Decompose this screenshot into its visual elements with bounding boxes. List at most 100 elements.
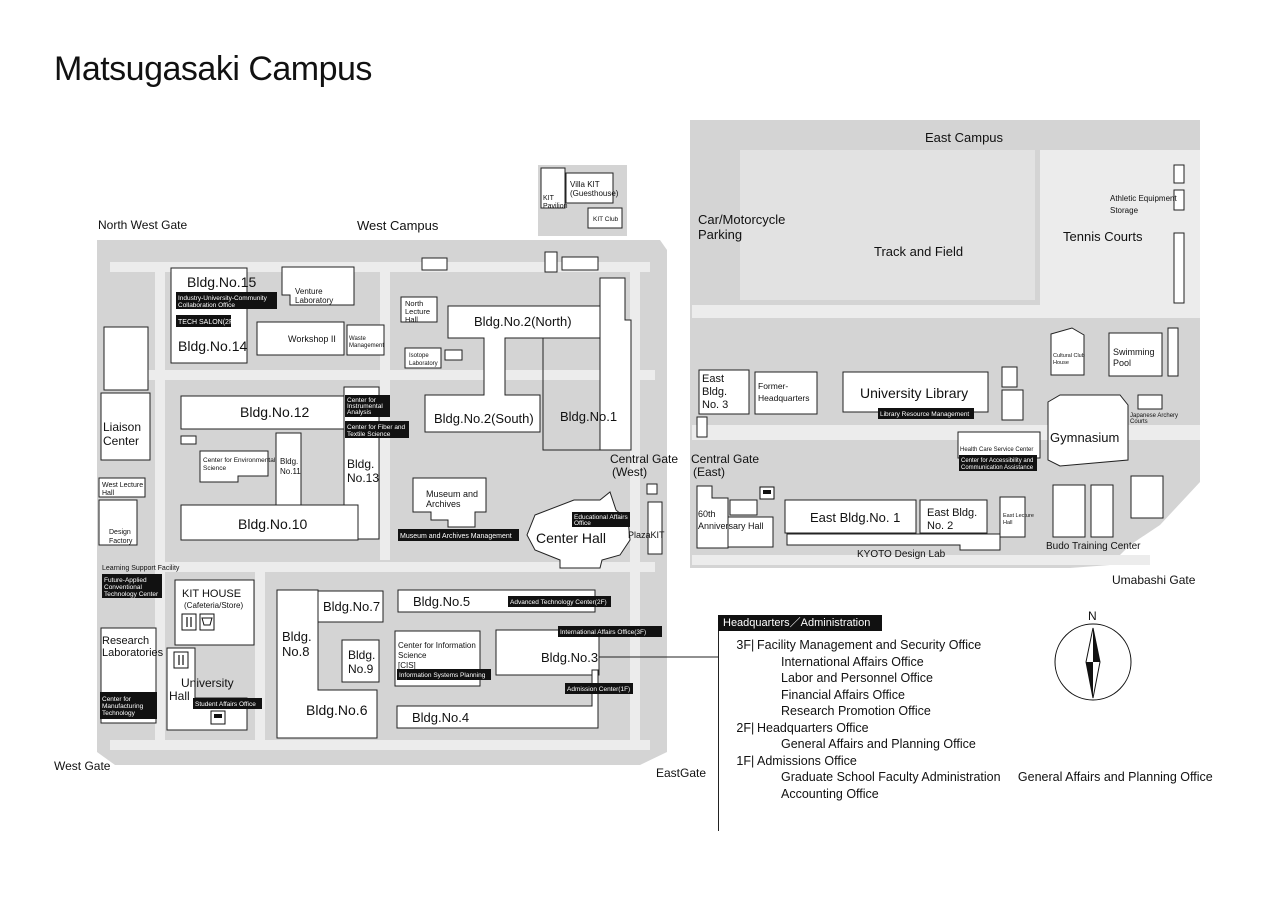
tag-instrumental-label-2: Instrumental	[347, 403, 383, 410]
tag-accessibility	[959, 455, 1037, 471]
tag-future-label-1: Future-Applied	[104, 577, 147, 584]
central-gate-west-label-2: (West)	[612, 465, 647, 479]
small-block	[421, 257, 448, 271]
page-title: Matsugasaki Campus	[54, 50, 372, 88]
tag-admission	[565, 683, 633, 694]
hq-office-row: Graduate School Faculty Administration G…	[733, 769, 1213, 786]
tag-fiber-label-1: Center for Fiber and	[347, 424, 406, 431]
east-bldg-2-label-1: East Bldg.	[927, 507, 977, 519]
health-care-label: Health Care Service Center	[960, 447, 1033, 453]
isotope-label-1: Isotope	[409, 353, 429, 359]
hq-office-row: 3F|Facility Management and Security Offi…	[733, 637, 1213, 654]
center-environmental	[199, 450, 269, 483]
kit-house	[174, 579, 255, 646]
north-lecture-label-3: Hall	[405, 315, 418, 324]
tag-manufacturing-label-2: Manufacturing	[102, 703, 144, 710]
car-parking-label-1: Car/Motorcycle	[698, 212, 785, 227]
learning-support-label: Learning Support Facility	[102, 565, 180, 572]
research-label-1: Research	[102, 635, 149, 647]
university-hall-label-1: University	[181, 676, 234, 690]
liaison-center	[100, 392, 151, 461]
health-care-center	[957, 431, 1041, 459]
hq-office-row: Financial Affairs Office	[733, 687, 1213, 704]
central-gate-east-label-2: (East)	[693, 465, 725, 479]
small-block	[103, 326, 149, 391]
tennis-label: Tennis Courts	[1063, 229, 1143, 244]
tag-future-label-3: Technology Center	[104, 591, 159, 598]
museum-label-2: Archives	[426, 499, 461, 509]
east-gate-label: EastGate	[656, 766, 706, 780]
waste-label-1: Waste	[349, 336, 366, 342]
gymnasium-label: Gymnasium	[1050, 430, 1119, 445]
bldg-3-label: Bldg.No.3	[541, 650, 598, 665]
east-campus-label: East Campus	[925, 130, 1004, 145]
east-bldg-2	[919, 499, 988, 534]
tag-instrumental-label-3: Analysis	[347, 409, 372, 416]
east-bldg-3-label-1: East	[702, 373, 724, 385]
hq-office-row: General Affairs and Planning Office	[733, 736, 1213, 753]
west-lecture-hall	[98, 477, 146, 498]
east-labels: East Campus Car/Motorcycle Parking Track…	[691, 130, 1196, 587]
villa-kit-label-1: Villa KIT	[570, 180, 600, 189]
archery-label-1: Japanese Archery	[1130, 413, 1178, 419]
hq-office-row: 2F|Headquarters Office	[733, 720, 1213, 737]
bldg-2-south-label: Bldg.No.2(South)	[434, 411, 534, 426]
former-hq-label-1: Former-	[758, 381, 788, 391]
tag-adv-tech	[508, 596, 611, 607]
small-block	[1001, 366, 1018, 388]
tag-industry-label-2: Collaboration Office	[178, 302, 235, 309]
design-factory	[98, 499, 138, 546]
bldg-2-north-label: Bldg.No.2(North)	[474, 314, 572, 329]
tag-instrumental-label-1: Center for	[347, 397, 377, 404]
bldg-10	[180, 504, 359, 541]
umabashi-gate-label: Umabashi Gate	[1112, 573, 1196, 587]
tag-tech-salon	[176, 315, 231, 327]
hq-office-name: Labor and Personnel Office	[781, 671, 933, 685]
atm-icon	[759, 486, 775, 500]
liaison-label-1: Liaison	[103, 420, 141, 434]
bldg-13-label-1: Bldg.	[347, 457, 374, 471]
tag-museum-mgmt-label: Museum and Archives Management	[400, 533, 512, 540]
kit-house-label-2: (Cafeteria/Store)	[184, 601, 243, 610]
bldg-12-label: Bldg.No.12	[240, 404, 309, 420]
west-lecture-label-1: West Lecture	[102, 482, 143, 489]
workshop-2	[256, 321, 345, 356]
small-block	[1173, 232, 1185, 304]
north-west-gate-label: North West Gate	[98, 218, 187, 232]
hq-office-row: Research Promotion Office	[733, 703, 1213, 720]
bldg-1-label: Bldg.No.1	[560, 409, 617, 424]
kit-club-label: KIT Club	[593, 216, 619, 223]
tag-edu-affairs-label-2: Office	[574, 520, 591, 527]
hq-office-name: Accounting Office	[781, 786, 879, 801]
plazakit	[647, 501, 663, 555]
cis-label-3: [CIS]	[398, 661, 416, 670]
center-hall-label: Center Hall	[536, 530, 606, 546]
compass-n-label: N	[1088, 609, 1097, 623]
tag-future-label-2: Conventional	[104, 584, 142, 591]
hq-header: Headquarters／Administration	[718, 615, 882, 631]
swimming-label-2: Pool	[1113, 358, 1131, 368]
kit-club	[587, 207, 623, 229]
budo-3	[1130, 475, 1164, 519]
hq-office-row: Labor and Personnel Office	[733, 670, 1213, 687]
bldg-9	[341, 639, 380, 683]
east-bldg-1-label: East Bldg.No. 1	[810, 510, 900, 525]
library-label: University Library	[860, 385, 968, 401]
anniversary-label-1: 60th	[698, 509, 716, 519]
tag-library-resource-label: Library Resource Management	[880, 411, 969, 418]
bldg-8-label-2: No.8	[282, 644, 309, 659]
small-block	[646, 483, 658, 495]
east-lecture-hall	[999, 496, 1026, 538]
atm-icon	[210, 710, 226, 725]
north-lecture-label-1: North	[405, 299, 423, 308]
center-env-label-2: Science	[203, 465, 227, 472]
design-label-1: Design	[109, 529, 131, 536]
museum-label-1: Museum and	[426, 489, 478, 499]
cultural-label-2: House	[1053, 360, 1069, 366]
small-block	[696, 416, 708, 438]
cultural-label-1: Cultural Club	[1053, 353, 1085, 359]
former-hq-label-2: Headquarters	[758, 393, 810, 403]
hq-office-name: Facility Management and Security Office	[757, 638, 982, 652]
venture-label-1: Venture	[295, 287, 323, 296]
